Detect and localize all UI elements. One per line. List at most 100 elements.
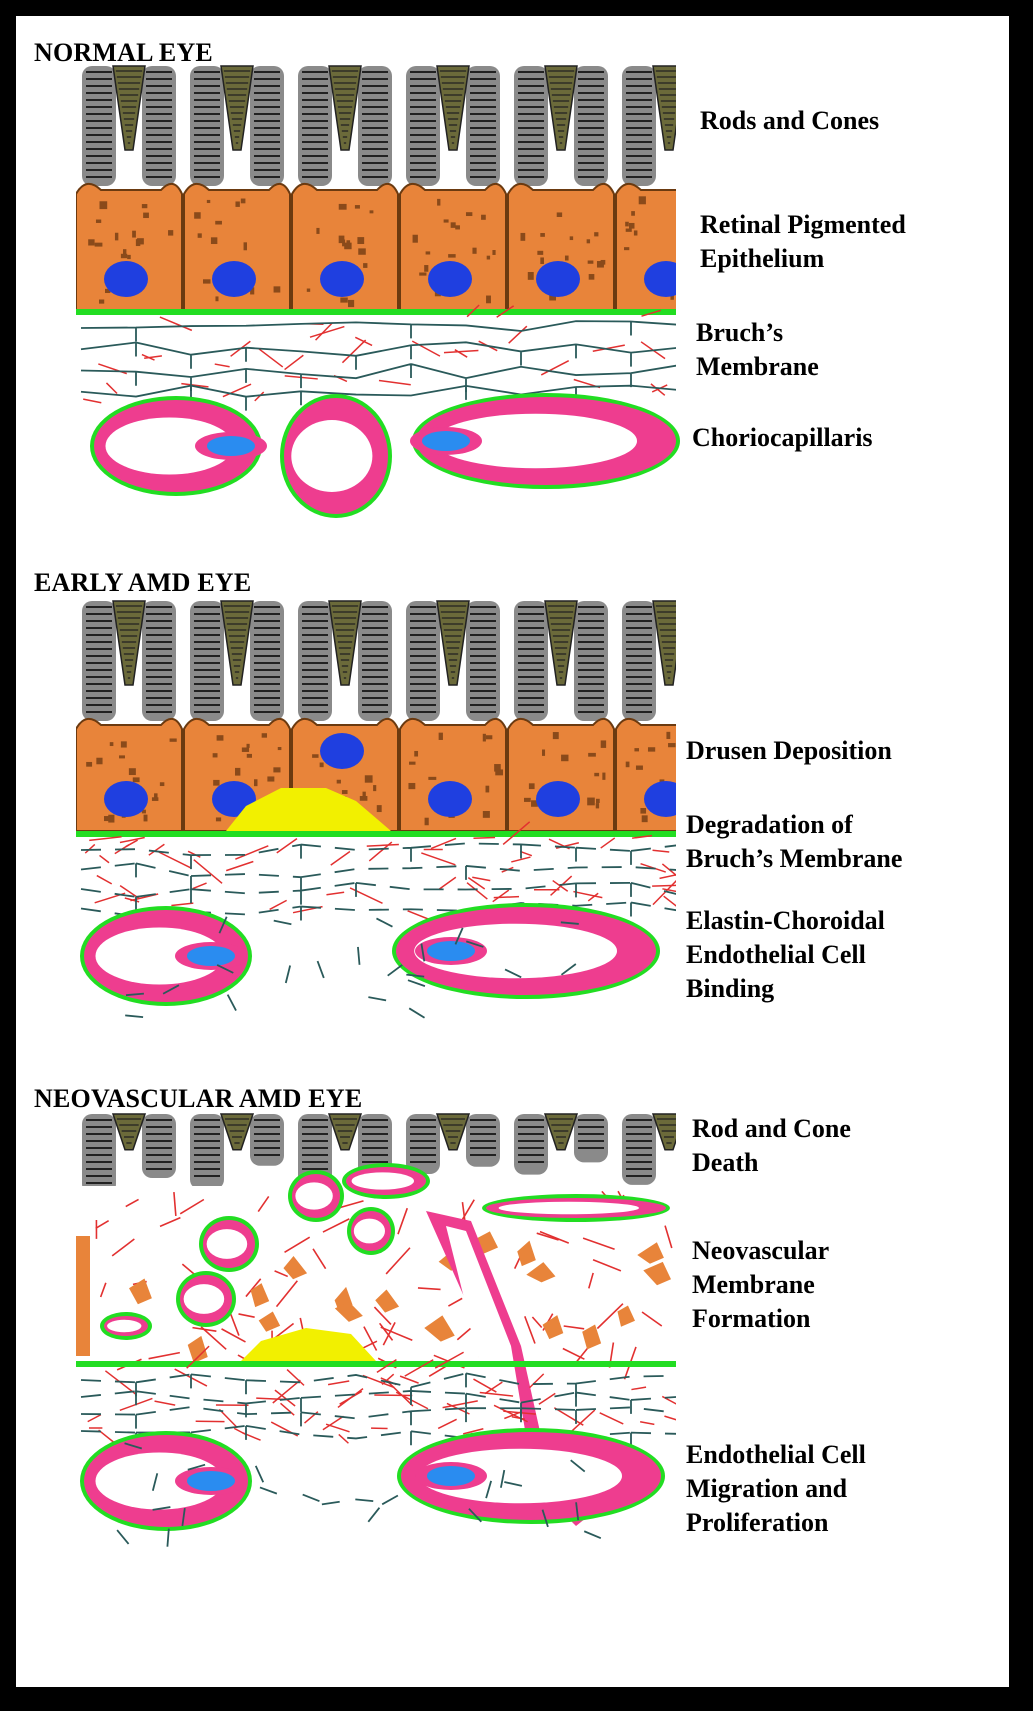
- pigment-granule: [409, 762, 415, 765]
- elastin-fiber: [100, 855, 110, 862]
- pigment-granule: [448, 254, 456, 258]
- rod-cell: [406, 601, 440, 721]
- elastin-fiber: [83, 399, 101, 403]
- elastin-fiber: [539, 1393, 555, 1404]
- neovascular-vessel: [176, 1271, 236, 1327]
- pigment-granule: [115, 233, 118, 241]
- label-endothelial-migration: Endothelial Cell Migration and Prolifera…: [686, 1438, 866, 1540]
- pigment-granule: [676, 211, 682, 218]
- pigment-granule: [530, 785, 534, 788]
- pigment-granule: [419, 272, 426, 275]
- collagen-fragment: [322, 1502, 340, 1505]
- collagen-fragment: [260, 1487, 277, 1493]
- pigment-granule: [127, 255, 131, 259]
- pigment-granule: [495, 769, 503, 775]
- choriocapillaris-vessel: [280, 394, 392, 518]
- diagram-frame: NORMAL EYE Rods and Cones Retinal Pigmen…: [12, 12, 1013, 1691]
- pigment-granule: [631, 211, 635, 216]
- pigment-granule: [340, 298, 347, 303]
- pigment-granule: [119, 755, 125, 758]
- collagen-fragment: [382, 1496, 398, 1505]
- rod-cell: [250, 66, 284, 186]
- elastin-fiber: [444, 350, 478, 352]
- collagen-fiber: [81, 1373, 686, 1401]
- choriocapillaris-vessel: [80, 906, 252, 1006]
- rod-cell: [190, 66, 224, 186]
- elastin-fiber: [473, 838, 495, 839]
- pigment-granule: [520, 233, 525, 241]
- pigment-granule: [413, 235, 418, 243]
- early-rods-cones: [82, 601, 824, 721]
- elastin-fiber: [472, 877, 490, 880]
- pigment-granule: [542, 749, 545, 755]
- pigment-granule: [132, 231, 136, 238]
- rpe-nucleus: [320, 733, 364, 769]
- rpe-nucleus: [536, 781, 580, 817]
- elastin-fiber: [493, 890, 509, 902]
- elastin-fiber: [374, 1395, 412, 1396]
- pigment-granule: [213, 780, 219, 786]
- pigment-granule: [594, 232, 598, 236]
- elastin-fiber: [640, 1422, 654, 1425]
- endothelial-nucleus: [187, 1471, 235, 1491]
- pigment-granule: [217, 735, 224, 740]
- rpe-nucleus: [212, 261, 256, 297]
- neovascular-vessel: [100, 1312, 152, 1340]
- pigment-granule: [540, 257, 544, 264]
- elastin-fiber: [601, 838, 615, 848]
- neovascular-vessel: [347, 1207, 395, 1255]
- pigment-granule: [425, 818, 429, 826]
- pigment-granule: [278, 747, 282, 750]
- pigment-granule: [414, 751, 418, 757]
- pigment-granule: [524, 798, 531, 802]
- label-neovascular-membrane: Neovascular Membrane Formation: [692, 1234, 829, 1336]
- elastin-fiber: [171, 903, 193, 905]
- elastin-fiber: [242, 1433, 260, 1440]
- elastin-fiber: [342, 340, 365, 363]
- elastin-fiber: [85, 844, 95, 853]
- pigment-granule: [312, 754, 318, 758]
- collagen-fragment: [117, 1530, 128, 1544]
- rod-cell: [574, 66, 608, 186]
- collagen-fragment: [409, 1008, 424, 1017]
- pigment-granule: [152, 797, 158, 801]
- elastin-fiber: [259, 349, 283, 367]
- pigment-granule: [337, 780, 341, 784]
- pigment-granule: [492, 250, 495, 255]
- pigment-granule: [358, 248, 366, 254]
- elastin-fiber: [509, 326, 527, 343]
- elastin-fiber: [379, 380, 411, 384]
- label-elastin-binding: Elastin-Choroidal Endothelial Cell Bindi…: [686, 904, 885, 1006]
- elastin-fiber: [652, 885, 683, 886]
- vessel-lumen: [184, 1284, 225, 1314]
- pigment-granule: [129, 768, 136, 775]
- pigment-granule: [624, 247, 629, 250]
- pigment-granule: [316, 228, 319, 234]
- pigment-granule: [570, 236, 573, 240]
- rod-cell: [358, 66, 392, 186]
- elastin-fiber: [215, 364, 230, 367]
- rod-cell: [298, 66, 332, 186]
- pigment-granule: [365, 775, 373, 782]
- elastin-fiber: [339, 1434, 349, 1443]
- collagen-fragment: [318, 961, 324, 978]
- pigment-granule: [121, 254, 127, 258]
- pigment-granule: [100, 201, 108, 209]
- rod-cell: [190, 1114, 224, 1190]
- pigment-granule: [144, 815, 148, 822]
- label-bruchs-membrane: Bruch’s Membrane: [696, 316, 819, 384]
- elastin-fiber: [106, 383, 117, 394]
- choriocapillaris-vessel: [80, 1431, 252, 1531]
- elastin-fiber: [660, 875, 677, 879]
- pigment-granule: [110, 742, 114, 746]
- collagen-fragment: [376, 918, 392, 926]
- pigment-granule: [339, 236, 345, 244]
- choriocapillaris-vessel: [397, 1428, 665, 1524]
- panel-title-neovascular-amd: NEOVASCULAR AMD EYE: [34, 1084, 362, 1114]
- rpe-remnant: [76, 1236, 90, 1356]
- pigment-granule: [273, 767, 280, 772]
- pigment-granule: [373, 785, 376, 791]
- elastin-fiber: [270, 900, 287, 909]
- pigment-granule: [160, 782, 164, 786]
- pigment-granule: [242, 747, 249, 751]
